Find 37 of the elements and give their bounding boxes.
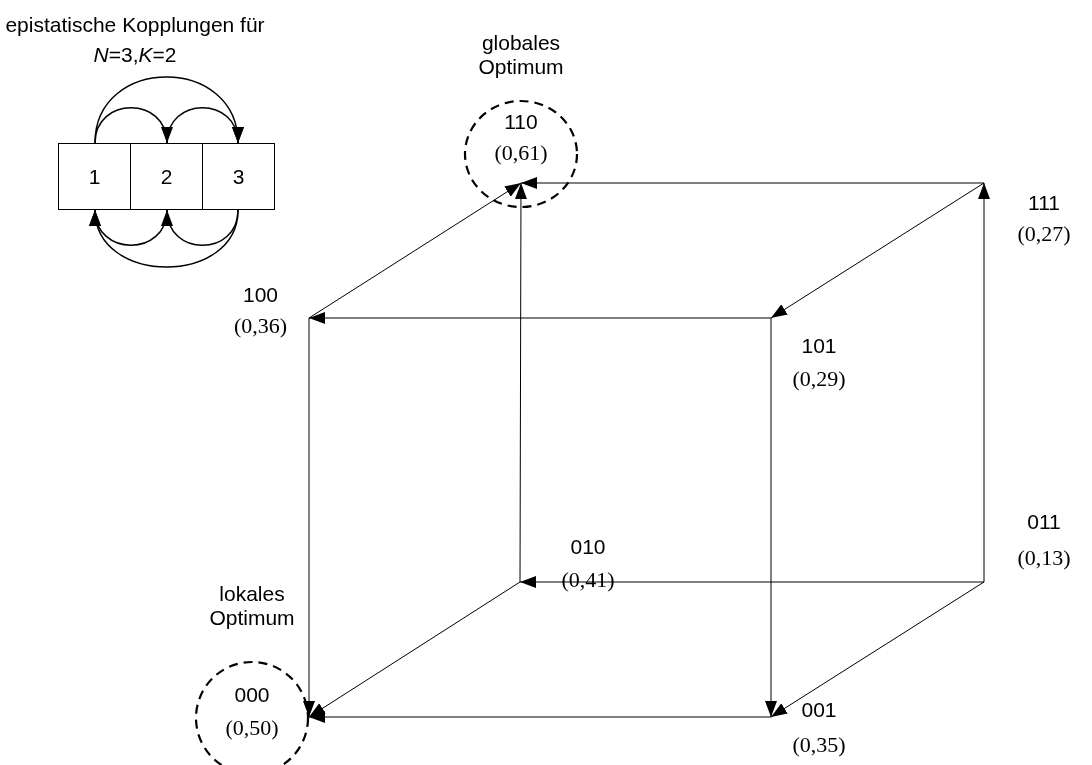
arrow — [308, 182, 522, 319]
state-code: 110 — [503, 110, 539, 135]
optimum-label: lokales Optimum — [208, 582, 296, 631]
arrow — [308, 711, 772, 723]
arrow — [770, 581, 985, 718]
fitness-value: (0,29) — [791, 366, 847, 392]
locus-cell: 2 — [130, 143, 203, 210]
arrow — [163, 209, 239, 246]
optimum-label: globales Optimum — [477, 31, 565, 80]
fitness-value: (0,27) — [1016, 221, 1072, 247]
arrow — [303, 317, 315, 718]
arrow — [308, 312, 772, 324]
coupling-caption: epistatische Kopplungen für N=3,K=2 — [4, 12, 266, 69]
arrow — [770, 182, 985, 319]
state-code: 010 — [569, 535, 607, 560]
state-code: 000 — [233, 683, 271, 708]
state-code: 111 — [1027, 191, 1061, 216]
arrow — [519, 576, 985, 588]
fitness-value: (0,13) — [1016, 545, 1072, 571]
state-code: 100 — [241, 283, 279, 308]
locus-cell: 3 — [202, 143, 275, 210]
arrow — [514, 182, 527, 583]
state-code: 101 — [800, 334, 838, 359]
arrow — [91, 209, 239, 268]
fitness-value: (0,35) — [791, 732, 847, 758]
fitness-value: (0,36) — [232, 313, 289, 339]
arrow — [308, 581, 521, 718]
state-code: 011 — [1026, 510, 1062, 535]
locus-cell: 1 — [58, 143, 131, 210]
state-code: 001 — [800, 698, 838, 723]
arrow — [520, 177, 985, 189]
arrow — [765, 317, 777, 718]
arrow — [978, 182, 990, 583]
arrow — [166, 107, 242, 144]
fitness-value: (0,41) — [560, 567, 616, 593]
fitness-value: (0,61) — [493, 140, 549, 166]
fitness-value: (0,50) — [224, 715, 280, 741]
